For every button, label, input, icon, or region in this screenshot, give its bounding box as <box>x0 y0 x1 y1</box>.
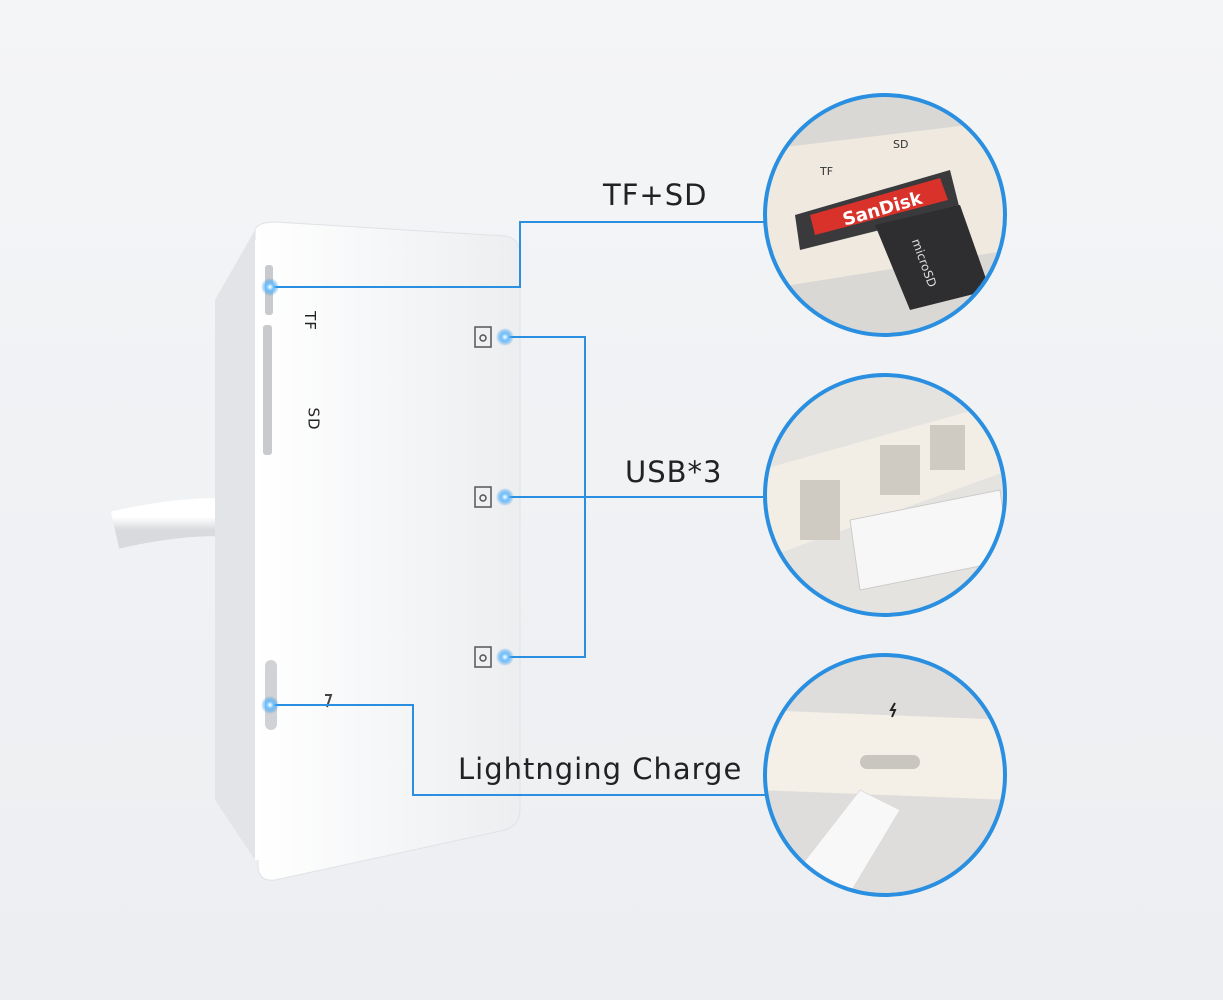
closeup-sd-label: SD <box>893 138 908 151</box>
lightning-closeup <box>765 655 1005 895</box>
card-reader-closeup: SanDisk microSD TF SD <box>765 95 1005 335</box>
sd-slot <box>263 325 272 455</box>
device-tf-label: TF <box>300 311 319 331</box>
lightning-charge-label: Lightnging Charge <box>458 752 743 786</box>
tf-sd-label: TF+SD <box>603 178 708 212</box>
lightning-port <box>265 660 277 730</box>
callout-lines <box>270 221 770 796</box>
usb-closeup <box>765 375 1005 615</box>
closeup-tf-label: TF <box>819 165 833 178</box>
lightning-icon <box>325 694 333 708</box>
hub-device <box>215 221 521 881</box>
usb-icon <box>474 326 492 668</box>
glow-dots <box>261 278 514 714</box>
usb-label: USB*3 <box>625 455 723 489</box>
device-sd-label: SD <box>304 407 323 431</box>
